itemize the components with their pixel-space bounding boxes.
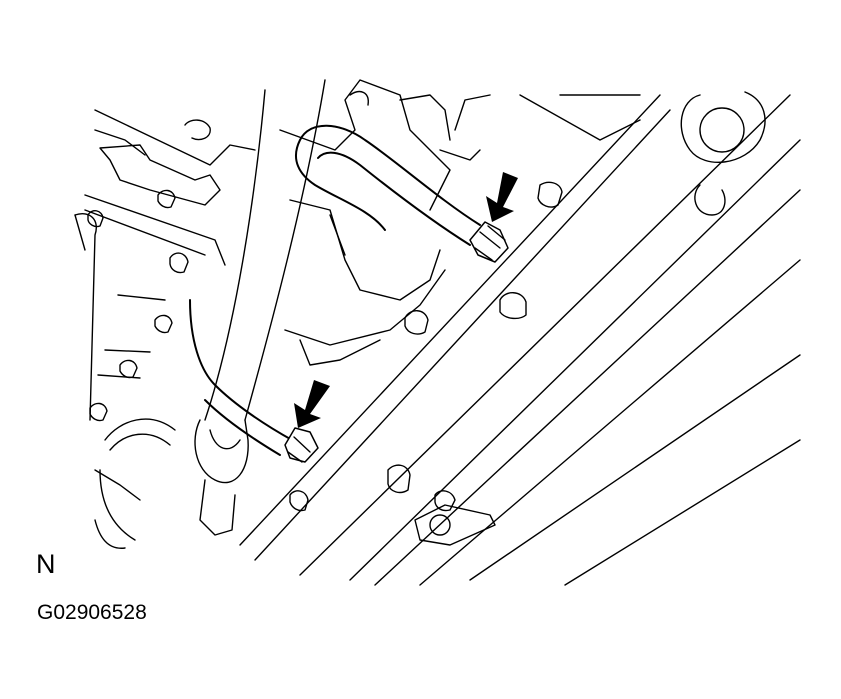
- round-boss: [680, 91, 766, 216]
- figure-id: G02906528: [37, 601, 147, 624]
- center-bracket: [279, 79, 491, 366]
- left-housing: [74, 109, 256, 549]
- lower-bracket: [414, 504, 496, 546]
- upper-hose-clamp: [469, 221, 509, 263]
- corner-label: N: [36, 549, 56, 579]
- vertical-strut: [194, 79, 326, 536]
- frame-rails: [239, 94, 801, 586]
- upper-clamp-arrow: [486, 172, 518, 222]
- lower-clamp-arrow: [294, 380, 330, 428]
- hose: [189, 124, 481, 456]
- lower-hose-clamp: [284, 427, 319, 463]
- housing-knobs: [87, 189, 189, 422]
